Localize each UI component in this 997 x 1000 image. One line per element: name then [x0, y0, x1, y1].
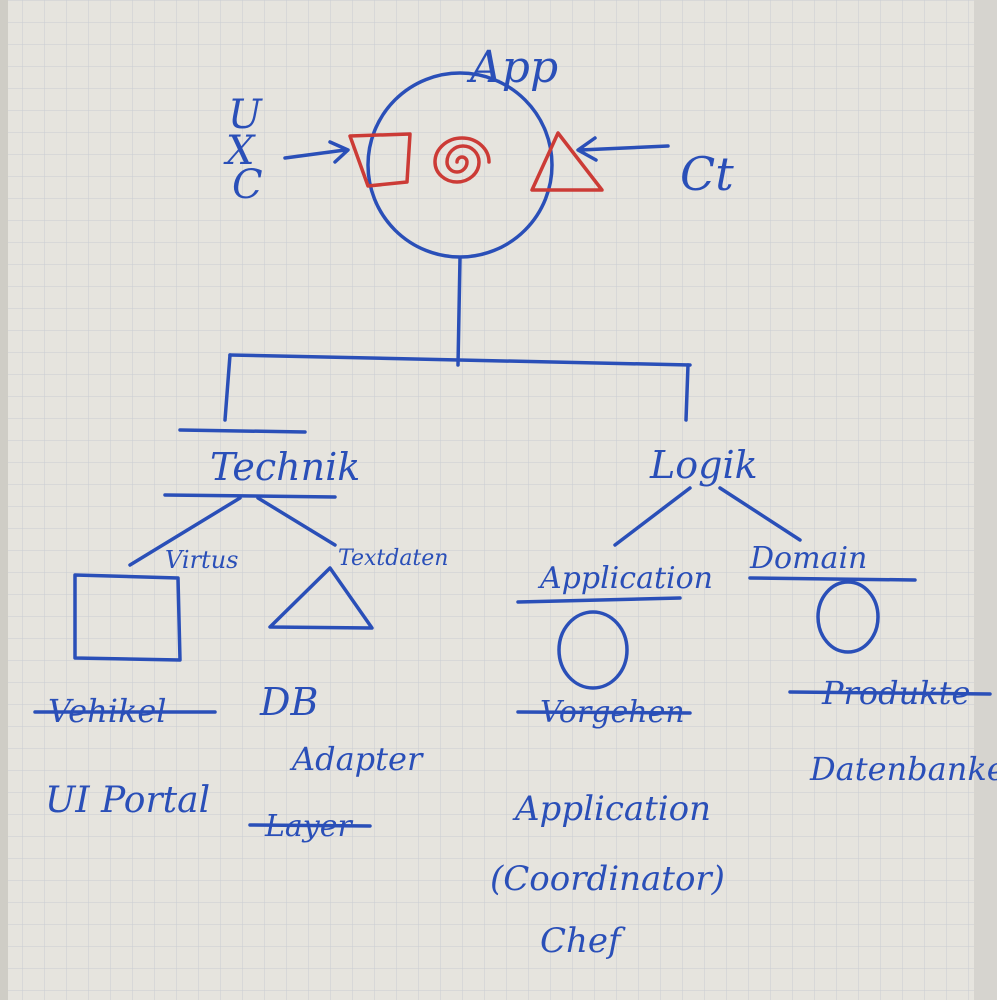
technik-right-label-1: DB — [259, 680, 318, 724]
hub-stem — [456, 256, 462, 367]
left-user-label: U X C — [223, 92, 274, 208]
technik-child-virtus: Virtus — [165, 546, 238, 574]
right-branch-drop — [684, 363, 690, 422]
strike-produkte — [788, 690, 992, 696]
core-spiral — [433, 136, 491, 184]
logik-left-label-line-1: Application — [512, 789, 711, 829]
left-user-c: C — [232, 162, 263, 208]
branch-title-technik: Technik — [210, 445, 360, 489]
textdaten-triangle — [268, 566, 374, 630]
logik-right-struck: Produkte — [821, 674, 970, 712]
logik-left-struck: Vorgehen — [540, 695, 685, 730]
logik-right-label: Datenbanken — [809, 750, 997, 788]
next-sheet-edge — [974, 0, 997, 1000]
technik-child-textdaten: Textdaten — [338, 546, 448, 571]
logik-child-application: Application — [537, 561, 713, 596]
right-user-label: Ct — [680, 147, 734, 201]
logik-left-label-line-2: (Coordinator) — [490, 859, 725, 899]
application-underline — [516, 596, 682, 604]
technik-left-label: UI Portal — [45, 780, 210, 821]
ui-port-square — [348, 132, 412, 188]
strike-layer — [248, 823, 372, 828]
logik-split — [613, 486, 802, 547]
technik-right-struck: Layer — [264, 809, 354, 844]
technik-overline — [178, 428, 307, 434]
virtus-box — [73, 573, 182, 662]
logik-left-label: Application (Coordinator) Chef — [490, 789, 736, 961]
technik-left-struck: Vehikel — [48, 692, 167, 730]
main-branch-bar — [228, 353, 692, 367]
technik-right-label-2: Adapter — [289, 740, 424, 778]
logik-child-domain: Domain — [749, 541, 867, 576]
strike-vorgehen — [516, 710, 692, 715]
domain-underline — [748, 576, 917, 582]
left-user-arrow — [283, 140, 350, 164]
domain-circle — [816, 580, 880, 654]
left-branch-drop — [223, 353, 232, 422]
technik-split — [128, 496, 337, 567]
application-circle — [557, 610, 629, 690]
adapter-triangle — [530, 131, 604, 192]
paper-grid — [8, 0, 974, 1000]
branch-title-logik: Logik — [649, 443, 758, 487]
left-user-x: X — [223, 128, 256, 174]
logik-left-label-line-3: Chef — [540, 921, 626, 961]
technik-underline — [163, 493, 337, 499]
hub-title: App — [466, 42, 558, 93]
right-user-arrow — [576, 136, 670, 162]
